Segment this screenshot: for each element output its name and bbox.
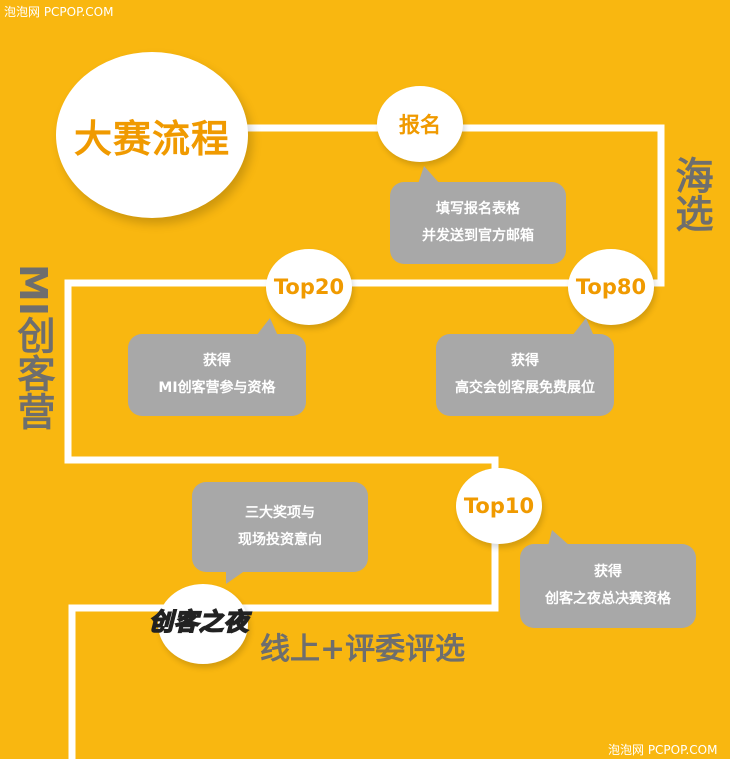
bubble-night-line2: 现场投资意向 [238, 532, 322, 548]
bubble-tail-top20 [256, 318, 278, 336]
bubble-tail-top10 [548, 530, 570, 546]
stage-haixuan: 海选 [669, 156, 713, 232]
bubble-signup-line2: 并发送到官方邮箱 [422, 228, 534, 244]
title-circle: 大赛流程 [56, 52, 248, 218]
bubble-signup: 填写报名表格 并发送到官方邮箱 [390, 182, 566, 264]
node-top20-label: Top20 [273, 275, 345, 299]
bubble-signup-line1: 填写报名表格 [436, 201, 520, 217]
bubble-top80-line1: 获得 [511, 353, 539, 369]
bubble-top20: 获得 MI创客营参与资格 [128, 334, 306, 416]
bubble-tail-signup [418, 166, 440, 184]
node-signup-label: 报名 [399, 113, 441, 137]
node-top80-label: Top80 [575, 275, 647, 299]
night-logo: 创客之夜 [134, 599, 264, 639]
watermark-top: 泡泡网 PCPOP.COM [4, 5, 114, 19]
node-top20: Top20 [266, 249, 352, 325]
bubble-top20-line2: MI创客营参与资格 [158, 380, 276, 396]
bubble-top10-line2: 创客之夜总决赛资格 [545, 591, 671, 607]
node-top10: Top10 [456, 468, 542, 544]
night-logo-text: 创客之夜 [148, 607, 249, 637]
diagram-title: 大赛流程 [73, 116, 230, 161]
bubble-top10: 获得 创客之夜总决赛资格 [520, 544, 696, 628]
bubble-tail-night [226, 570, 246, 584]
bubble-top80-line2: 高交会创客展免费展位 [455, 380, 595, 396]
bubble-top20-line1: 获得 [203, 353, 231, 369]
node-top10-label: Top10 [463, 494, 535, 518]
node-top80: Top80 [568, 249, 654, 325]
node-signup: 报名 [377, 86, 463, 162]
watermark-bottom: 泡泡网 PCPOP.COM [608, 743, 718, 757]
bubble-top80: 获得 高交会创客展免费展位 [436, 334, 614, 416]
stage-online: 线上+评委评选 [260, 632, 466, 667]
bubble-night: 三大奖项与 现场投资意向 [192, 482, 368, 572]
stage-mi-camp: MI创客营 [11, 264, 55, 430]
bubble-night-line1: 三大奖项与 [245, 505, 315, 521]
node-night [158, 584, 248, 664]
bubble-tail-top80 [572, 318, 594, 336]
bubble-top10-line1: 获得 [594, 564, 622, 580]
